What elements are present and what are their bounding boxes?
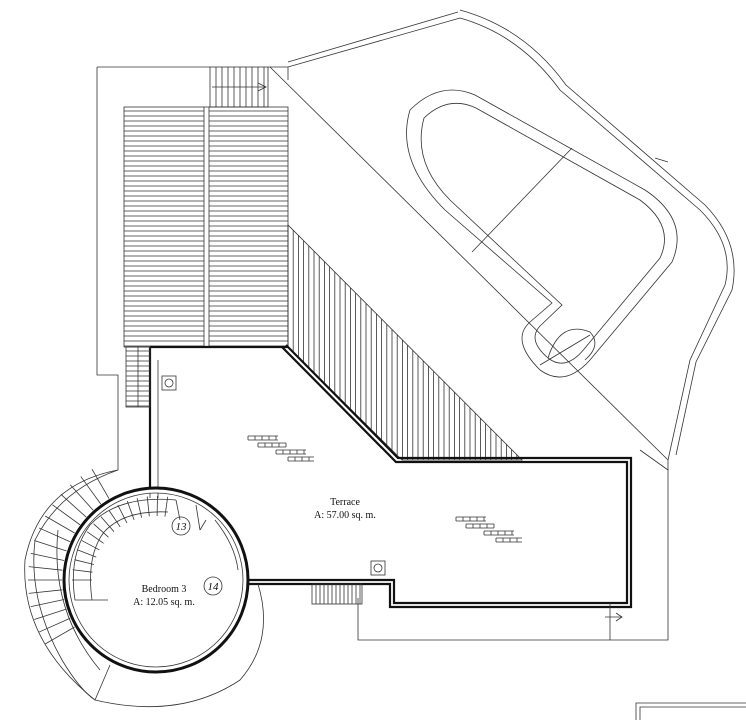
drawing-line — [34, 609, 66, 620]
brick-pattern-1 — [248, 436, 314, 461]
marker-13-text: 13 — [176, 521, 188, 533]
side-stair-bottom — [312, 584, 362, 604]
site-diagonal-line — [270, 67, 668, 460]
title-block-corner — [636, 703, 746, 720]
drawing-line — [29, 590, 63, 594]
side-stair-left — [126, 347, 150, 407]
drawing-line — [92, 469, 109, 498]
drain-post-2 — [371, 561, 385, 575]
drawing-line — [39, 528, 70, 542]
bedroom-name: Bedroom 3 — [142, 584, 187, 595]
drawing-line — [31, 600, 64, 607]
drawing-line — [31, 553, 64, 560]
terrace-area: A: 57.00 sq. m. — [314, 510, 376, 521]
entry-stairs — [210, 67, 268, 107]
terrace-label: Terrace A: 57.00 sq. m. — [314, 497, 376, 521]
brick-pattern-2 — [456, 517, 522, 542]
drawing-line — [45, 516, 74, 533]
pergola — [124, 107, 288, 347]
bedroom-area: A: 12.05 sq. m. — [133, 597, 195, 608]
drain-post-1 — [162, 376, 176, 390]
bedroom-tower — [64, 488, 248, 672]
hatched-canopy — [288, 225, 522, 460]
drawing-line — [34, 540, 66, 551]
marker-14-text: 14 — [208, 581, 220, 593]
terrace-name: Terrace — [330, 497, 360, 508]
swimming-pool — [407, 90, 678, 377]
